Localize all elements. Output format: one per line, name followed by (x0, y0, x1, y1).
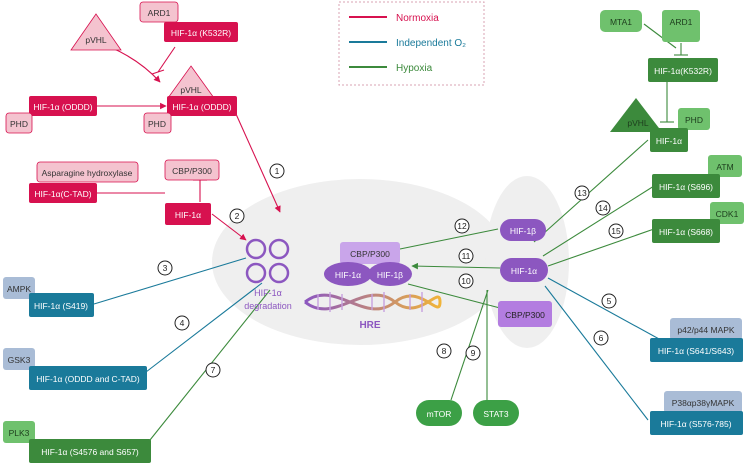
phd-hypoxia-label: PHD (685, 115, 703, 125)
hif-s668-label: HIF-1α (S668) (659, 227, 713, 237)
oddd-ctad-line (145, 282, 263, 373)
pvhl-to-pvhl-arrow (109, 46, 161, 83)
s419-line (93, 257, 247, 305)
pvhl-center-label: pVHL (180, 85, 202, 95)
cdk1-label: CDK1 (716, 209, 739, 219)
hif-alpha-arrow (411, 262, 501, 270)
s696-line (542, 185, 655, 257)
center-hif-beta-label: HIF-1β (377, 270, 403, 280)
oddd-to-degradation-arrow (235, 113, 281, 213)
legend-hypoxia: Hypoxia (396, 63, 433, 74)
atm-label: ATM (716, 162, 733, 172)
hif-s576-label: HIF-1α (S576-785) (660, 419, 731, 429)
step-7: 7 (211, 365, 216, 375)
right-cbp-label: CBP/P300 (505, 310, 545, 320)
step-14: 14 (598, 203, 608, 213)
step-numbers: 1 2 3 4 5 6 7 8 9 10 11 12 13 14 15 (157, 163, 624, 378)
k532r-inhibit (157, 46, 176, 73)
legend: Normoxia Independent O₂ Hypoxia (338, 1, 485, 86)
step-15: 15 (611, 226, 621, 236)
legend-independent: Independent O₂ (396, 38, 466, 49)
ard1-hypoxia-label: ARD1 (670, 17, 693, 27)
step-11: 11 (462, 251, 471, 261)
pvhl-triangle-hypoxia (610, 98, 662, 132)
step-1: 1 (275, 166, 280, 176)
hif-k532r-label: HIF-1α (K532R) (171, 28, 231, 38)
degradation-cluster: HIF-1α degradation (244, 238, 292, 311)
gsk3-label: GSK3 (8, 355, 31, 365)
pvhl-triangle-left (70, 13, 122, 51)
hre-label: HRE (359, 320, 380, 331)
hif-to-degradation-arrow (211, 213, 247, 241)
s641-line (547, 277, 671, 346)
independent-group: AMPK HIF-1α (S419) GSK3 HIF-1α (ODDD and… (3, 277, 743, 435)
hif-oddd-ctad-label: HIF-1α (ODDD and C-TAD) (36, 374, 140, 384)
step-2: 2 (235, 211, 240, 221)
stat3-label: STAT3 (483, 409, 508, 419)
step-4: 4 (180, 318, 185, 328)
connectors (93, 23, 688, 441)
mta1-inhibit (643, 23, 677, 49)
p38-mapk-label: P38αp38γMAPK (672, 398, 735, 408)
degradation-label-line2: degradation (244, 301, 292, 311)
right-oval-complex: HIF-1β HIF-1α CBP/P300 (498, 219, 552, 327)
mtor-line (450, 289, 489, 401)
degradation-label-line1: HIF-1α (254, 288, 282, 298)
step-10: 10 (461, 276, 471, 286)
hif-hypoxia-label: HIF-1α (656, 136, 682, 146)
mtor-label: mTOR (427, 409, 452, 419)
ard1-label: ARD1 (148, 8, 171, 18)
phd-left-label: PHD (10, 119, 28, 129)
hif-ctad-label: HIF-1α(C-TAD) (34, 189, 91, 199)
hif-normoxia-label: HIF-1α (175, 210, 201, 220)
normoxia-group: ARD1 HIF-1α (K532R) pVHL pVHL HIF-1α (OD… (5, 1, 238, 225)
hif-beta-line (399, 228, 499, 250)
ampk-label: AMPK (7, 284, 31, 294)
step-5: 5 (607, 296, 612, 306)
hypoxia-group: PLK3 HIF-1α (S4576 and S657) MTA1 ARD1 H… (3, 10, 744, 463)
hif-oddd-center-label: HIF-1α (ODDD) (172, 102, 231, 112)
cbp-p300-left-label: CBP/P300 (172, 166, 212, 176)
hif-13-line (533, 139, 649, 243)
hif-oddd-left-label: HIF-1α (ODDD) (33, 102, 92, 112)
asparagine-label: Asparagine hydroxylase (42, 168, 133, 178)
hif-s641-label: HIF-1α (S641/S643) (658, 346, 734, 356)
step-3: 3 (163, 263, 168, 273)
hif-s696-label: HIF-1α (S696) (659, 182, 713, 192)
s576-line (544, 285, 649, 421)
hif-s419-label: HIF-1α (S419) (34, 301, 88, 311)
legend-normoxia: Normoxia (396, 13, 439, 24)
s668-line (547, 228, 655, 267)
pvhl-left-label: pVHL (85, 35, 107, 45)
cbp-line (407, 283, 501, 309)
hif-s4576-label: HIF-1α (S4576 and S657) (41, 447, 139, 457)
hif-k532r-hypoxia-label: HIF-1α(K532R) (654, 66, 712, 76)
step-13: 13 (577, 188, 587, 198)
right-hif-alpha-label: HIF-1α (511, 266, 537, 276)
hif-complex: CBP/P300 HIF-1α HIF-1β HRE (304, 242, 442, 331)
step-8: 8 (442, 346, 447, 356)
p42-mapk-label: p42/p44 MAPK (677, 325, 735, 335)
center-cbp-label: CBP/P300 (350, 249, 390, 259)
plk3-label: PLK3 (9, 428, 30, 438)
step-12: 12 (457, 221, 467, 231)
step-9: 9 (471, 348, 476, 358)
right-hif-beta-label: HIF-1β (510, 226, 536, 236)
center-hif-alpha-label: HIF-1α (335, 270, 361, 280)
step-6: 6 (599, 333, 604, 343)
pvhl-hypoxia-label: pVHL (627, 118, 649, 128)
phd-center-label: PHD (148, 119, 166, 129)
mta1-label: MTA1 (610, 17, 632, 27)
